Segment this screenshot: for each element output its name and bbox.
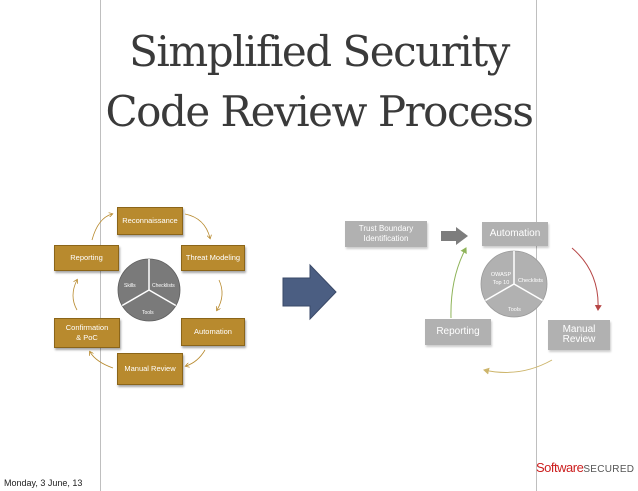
center-label-tools-right: Tools [508,307,521,313]
small-gray-arrow [441,227,468,245]
automation-box-right: Automation [482,222,548,246]
softwaresecured-logo: SoftwareSECURED [536,460,634,475]
reporting-box-right: Reporting [425,319,491,345]
reconnaissance-box: Reconnaissance [117,207,183,235]
center-label-tools-left: Tools [142,310,154,316]
confirmation-box: Confirmation & PoC [54,318,120,348]
arrow-reporting-to-automation-right [450,247,467,319]
center-label-checklists-right: Checklists [518,278,544,284]
arrow-reporting-to-recon [91,214,112,241]
brand-part-1: Software [536,460,584,475]
reporting-label-left: Reporting [70,253,103,262]
arrow-manual-to-confirmation [90,352,114,369]
reconnaissance-label: Reconnaissance [122,216,178,225]
arrow-confirmation-to-reporting [72,280,77,311]
footer-date: Monday, 3 June, 13 [4,478,83,488]
center-label-owasp: OWASP Top 10 [490,272,512,286]
trust-boundary-box: Trust Boundary Identification [345,221,427,247]
slide-title-line-2: Code Review Process [105,87,534,136]
brand-part-2: SECURED [583,464,635,475]
automation-label-left: Automation [194,327,232,336]
arrow-manual-to-reporting-right [483,359,553,375]
arrow-threat-to-automation [217,279,223,310]
big-blue-arrow [282,263,337,321]
trust-boundary-label: Trust Boundary Identification [358,224,414,243]
automation-label-right: Automation [489,228,541,239]
confirmation-label: Confirmation & PoC [65,323,109,342]
center-label-skills: Skills [124,283,136,289]
slide-title-line-1: Simplified Security [129,27,510,76]
center-label-checklists-left: Checklists [152,283,175,289]
manual-review-box-left: Manual Review [117,353,183,385]
manual-review-box-right: Manual Review [548,320,610,350]
manual-review-label-left: Manual Review [124,364,176,373]
threat-modeling-box: Threat Modeling [181,245,245,271]
manual-review-label-right: Manual Review [562,324,596,345]
reporting-label-right: Reporting [436,326,480,337]
arrow-automation-to-manual-right [571,247,602,311]
threat-modeling-label: Threat Modeling [185,253,241,262]
arrow-automation-to-manual [186,349,206,366]
automation-box-left: Automation [181,318,245,346]
arrow-recon-to-threat [184,213,210,238]
reporting-box-left: Reporting [54,245,119,271]
